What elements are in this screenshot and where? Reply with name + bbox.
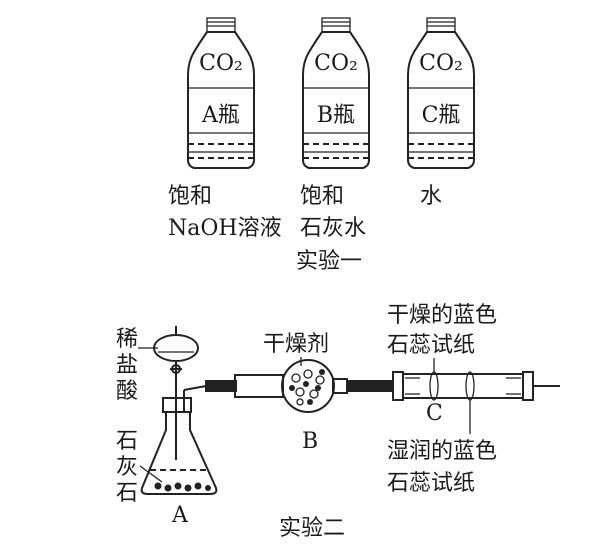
- dry-paper-label-line2: 石蕊试纸: [387, 333, 475, 358]
- drying-tube: [234, 359, 348, 413]
- tube-letter: C: [426, 401, 443, 426]
- separatory-funnel: [153, 326, 199, 410]
- bottle-label: A瓶: [201, 103, 240, 128]
- dryer-label: 干燥剂: [263, 332, 329, 357]
- bottle-c: CO₂ C瓶: [407, 17, 475, 169]
- acid-label-char1: 稀: [116, 327, 138, 352]
- bottle-b: CO₂ B瓶: [302, 17, 370, 169]
- experiment1-caption: 实验一: [296, 249, 362, 274]
- solid-label-char1: 石: [116, 429, 138, 454]
- bottle-gas-label: CO₂: [199, 51, 243, 76]
- bottle-shape: [187, 17, 255, 169]
- bottle-shape: [302, 17, 370, 169]
- bottle-a-content-line2: NaOH溶液: [168, 216, 282, 241]
- flask-letter: A: [171, 503, 189, 528]
- wet-paper-label-line2: 石蕊试纸: [387, 471, 475, 496]
- conical-flask: [140, 385, 218, 495]
- solid-pointer: [139, 465, 163, 483]
- bottle-shape: [407, 17, 475, 169]
- bottle-a: CO₂ A瓶: [187, 17, 255, 169]
- bottle-b-content-line2: 石灰水: [300, 216, 366, 241]
- acid-label-char3: 酸: [116, 379, 138, 404]
- experiment2-caption: 实验二: [279, 516, 345, 541]
- bottle-gas-label: CO₂: [419, 51, 463, 76]
- dry-paper-label-line1: 干燥的蓝色: [387, 303, 497, 328]
- bottle-gas-label: CO₂: [314, 51, 358, 76]
- bottle-label: B瓶: [317, 103, 355, 128]
- acid-label-char2: 盐: [116, 353, 138, 378]
- bottle-label: C瓶: [422, 103, 461, 128]
- glass-tube: [392, 371, 560, 401]
- bottle-a-content-line1: 饱和: [168, 184, 212, 209]
- rubber-tube-bc: [347, 380, 393, 392]
- solid-label-char3: 石: [116, 481, 138, 506]
- dryer-letter: B: [302, 429, 318, 454]
- bottle-c-content-line1: 水: [420, 184, 442, 209]
- bottle-b-content-line1: 饱和: [300, 184, 344, 209]
- solid-label-char2: 灰: [116, 455, 138, 480]
- rubber-tube-ab: [205, 380, 237, 392]
- wet-paper-label-line1: 湿润的蓝色: [387, 439, 497, 464]
